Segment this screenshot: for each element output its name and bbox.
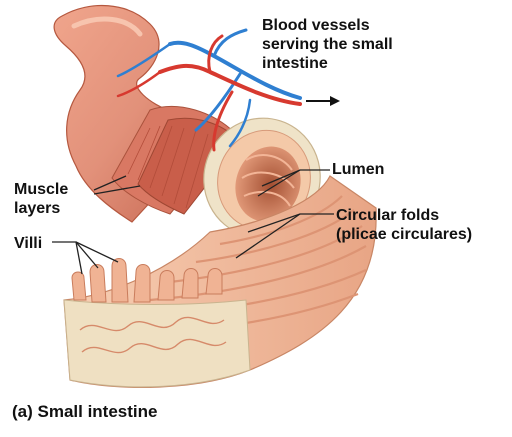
label-blood-vessels-line-2: serving the small — [262, 36, 393, 53]
muscle-striations — [127, 125, 209, 209]
leader-line-muscle-2 — [93, 185, 141, 195]
label-lumen: Lumen — [332, 161, 385, 178]
villi — [71, 258, 223, 303]
arrow-head-icon — [330, 96, 340, 106]
label-blood-vessels-line-3: intestine — [262, 55, 328, 72]
label-blood-vessels-line-1: Blood vessels — [262, 17, 370, 34]
label-circular-folds-line-2: (plicae circulares) — [336, 226, 473, 243]
leader-line-circular-2 — [235, 213, 301, 259]
leader-line-muscle-1 — [93, 175, 127, 191]
label-circular-folds-line-1: Circular folds — [336, 207, 440, 224]
leader-line-lumen-2 — [257, 169, 301, 197]
label-muscle-layers-line-1: Muscle — [14, 181, 69, 198]
intestine-coil-highlight — [71, 16, 143, 37]
figure-caption: (a) Small intestine — [12, 402, 158, 421]
label-muscle-layers: Muscle layers — [14, 180, 68, 218]
leader-line-villi-1 — [52, 241, 83, 275]
label-circular-folds: Circular folds (plicae circulares) — [336, 206, 472, 244]
label-blood-vessels: Blood vessels serving the small intestin… — [262, 16, 393, 73]
leader-line-villi-2 — [75, 241, 99, 269]
blood-vessels — [116, 28, 302, 152]
lumen-fold-lines — [241, 154, 295, 207]
cut-edge-submucosa — [63, 299, 251, 388]
label-villi: Villi — [14, 235, 43, 252]
label-muscle-layers-line-2: layers — [14, 200, 61, 217]
leader-line-villi-3 — [75, 241, 119, 263]
crypt-folds — [79, 316, 227, 354]
leader-lines — [52, 169, 334, 275]
